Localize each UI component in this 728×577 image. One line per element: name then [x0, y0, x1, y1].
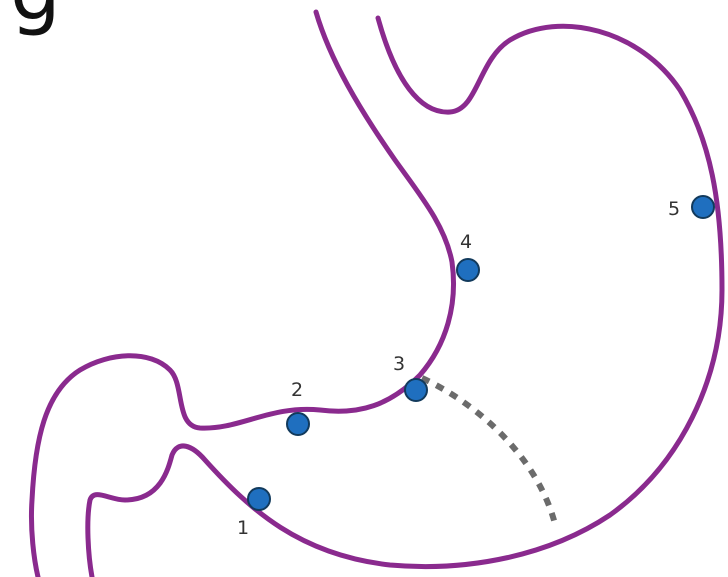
marker-2: [287, 413, 309, 435]
marker-3: [405, 379, 427, 401]
marker-label-4: 4: [460, 231, 472, 253]
marker-label-3: 3: [393, 353, 405, 375]
marker-1: [248, 488, 270, 510]
marker-label-1: 1: [237, 517, 249, 539]
marker-label-2: 2: [291, 379, 303, 401]
dashed-angle-line: [422, 378, 556, 528]
marker-4: [457, 259, 479, 281]
lesser-curvature-outline: [31, 12, 453, 577]
marker-5: [692, 196, 714, 218]
greater-curvature-outline: [88, 18, 722, 577]
marker-label-5: 5: [668, 198, 680, 220]
